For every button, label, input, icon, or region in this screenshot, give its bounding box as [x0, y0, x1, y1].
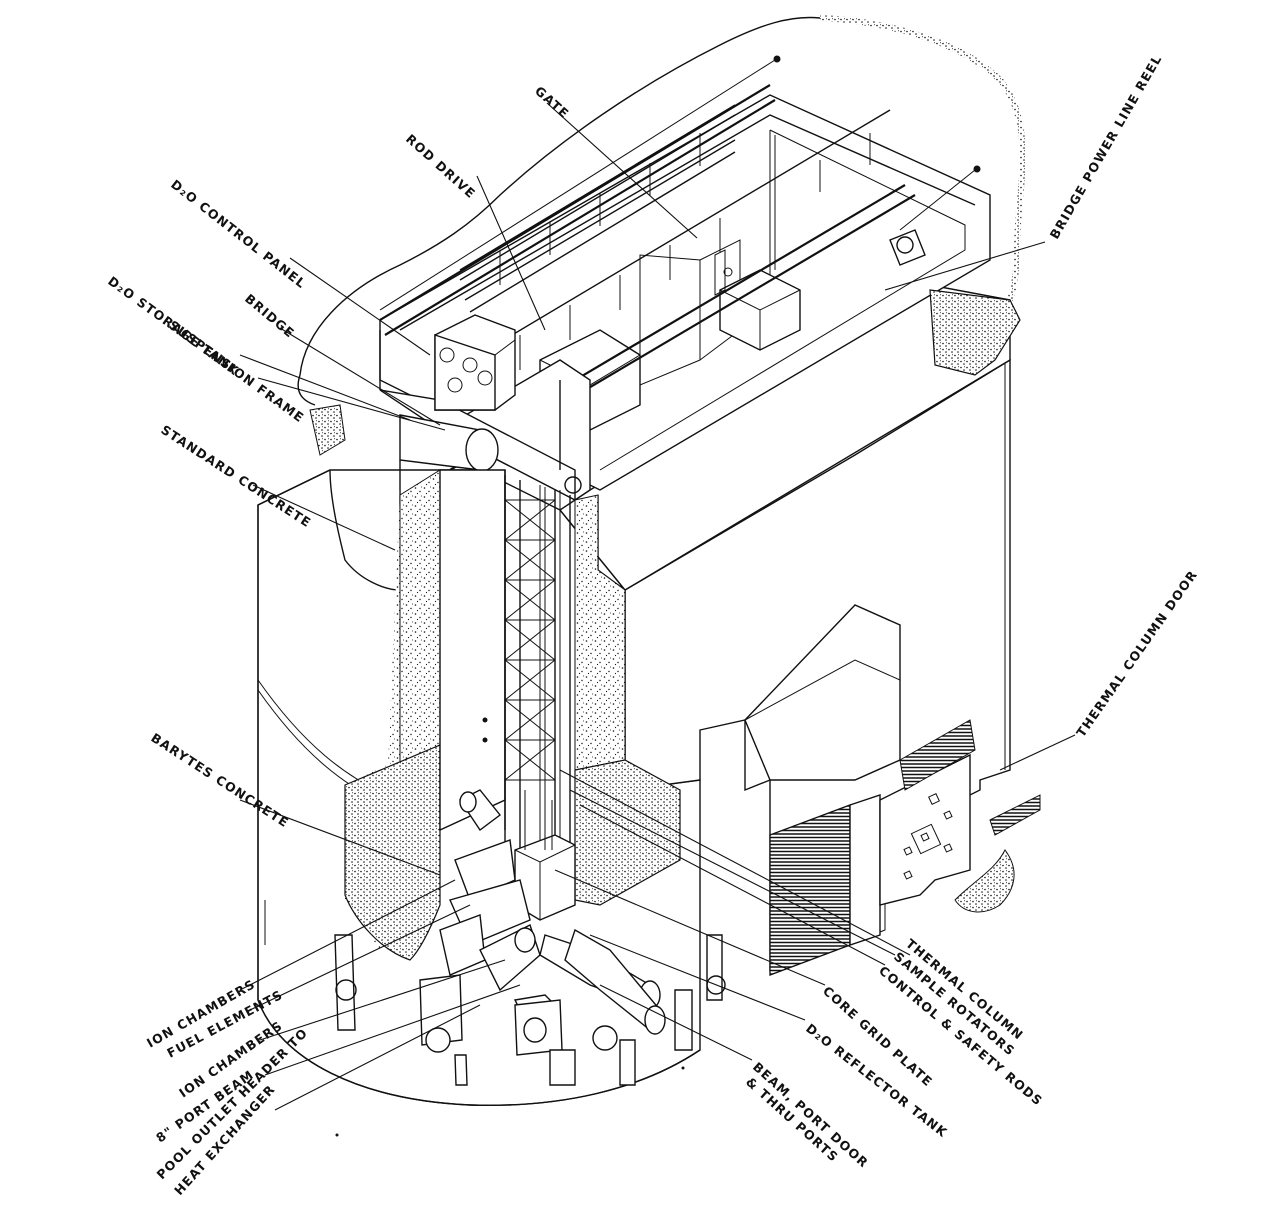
label-thermal-column-door: THERMAL COLUMN DOOR: [1073, 567, 1200, 740]
leader-lines: [239, 102, 1076, 1111]
label-d2o-control-panel: D₂O CONTROL PANEL: [168, 177, 309, 292]
bridge-structure: [379, 55, 981, 502]
label-bridge: BRIDGE: [242, 291, 298, 341]
bridge-power-line-reel: [889, 229, 926, 266]
floor-outline: [297, 15, 1026, 406]
beam-ports: [264, 900, 726, 1086]
pool-shaft: [439, 469, 506, 832]
label-standard-concrete: STANDARD CONCRETE: [158, 422, 314, 531]
d2o-control-panel: [434, 314, 516, 411]
label-rod-drive: ROD DRIVE: [403, 131, 479, 201]
upper-right-wall-section: [309, 289, 1021, 456]
stray-mark: [681, 1066, 685, 1070]
label-gate: GATE: [532, 83, 572, 121]
label-beam-port-door-1: BEAM, PORT DOOR: [750, 1059, 872, 1171]
barytes-concrete-left: [344, 744, 441, 961]
label-thermal-column: THERMAL COLUMN: [903, 936, 1027, 1043]
stray-mark: [335, 1133, 339, 1137]
label-sample-rotators: SAMPLE ROTATORS: [891, 949, 1018, 1059]
thermal-column-door: [879, 719, 1041, 913]
suspension-frame: [504, 475, 571, 860]
label-bridge-power-line-reel: BRIDGE POWER LINE REEL: [1047, 52, 1165, 242]
